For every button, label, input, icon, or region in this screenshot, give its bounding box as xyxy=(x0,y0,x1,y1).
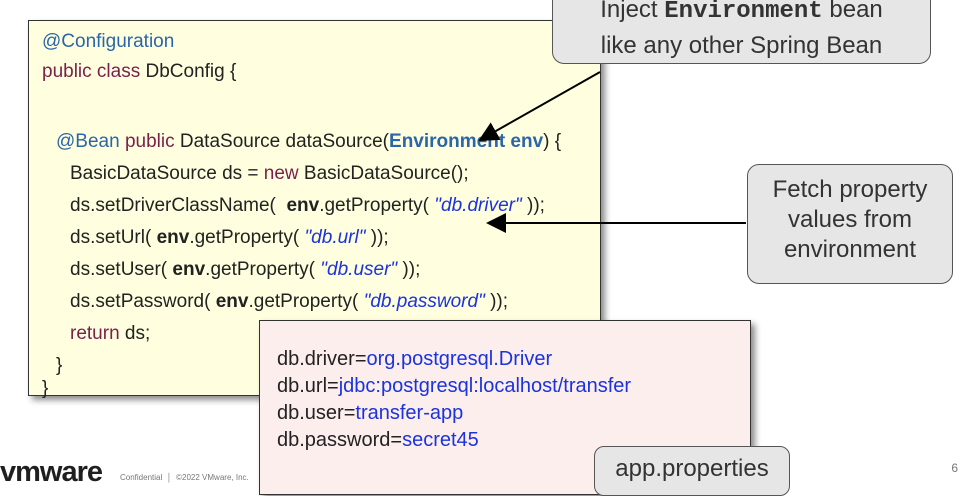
code-text: ds.setUrl( xyxy=(70,227,157,248)
keyword: public xyxy=(124,131,175,152)
property-line: db.driver=org.postgresql.Driver xyxy=(277,348,552,371)
property-line: db.user=transfer-app xyxy=(277,402,463,425)
code-line-user: ds.setUser( env.getProperty( "db.user" )… xyxy=(70,259,420,281)
string-literal: "db.password" xyxy=(363,291,485,312)
keyword: public class xyxy=(42,61,141,82)
property-value: transfer-app xyxy=(355,402,464,424)
string-literal: "db.user" xyxy=(320,259,398,280)
code-line-method-close: } xyxy=(56,355,63,376)
code-text: )); xyxy=(397,259,421,280)
inject-environment-callout: Inject Environment bean like any other S… xyxy=(552,0,931,64)
code-text: )); xyxy=(365,227,389,248)
inject-arrow xyxy=(478,71,601,141)
code-text: BasicDataSource(); xyxy=(298,163,469,184)
environment-parameter: Environment env xyxy=(389,131,544,152)
code-line-bean-method: @Bean public DataSource dataSource(Envir… xyxy=(56,131,561,153)
code-line-url: ds.setUrl( env.getProperty( "db.url" )); xyxy=(70,227,389,249)
vmware-logo: vmware xyxy=(0,456,103,488)
callout-line-3: environment xyxy=(783,236,917,263)
callout-text: Inject xyxy=(600,0,665,23)
env-ref: env xyxy=(215,291,249,312)
callout-line-1: Inject Environment bean xyxy=(553,0,930,29)
property-key: db.password= xyxy=(277,429,403,451)
string-literal: "db.url" xyxy=(304,227,366,248)
env-ref: env xyxy=(286,195,320,216)
code-snippet-box: @Configuration public class DbConfig { @… xyxy=(28,20,601,399)
callout-line-2: values from xyxy=(787,206,913,233)
configuration-annotation: @Configuration xyxy=(42,31,175,52)
callout-text: bean xyxy=(822,0,883,23)
connector-arrows xyxy=(478,71,746,233)
page-number: 6 xyxy=(951,461,958,475)
code-line-configuration: @Configuration xyxy=(42,31,174,53)
code-text: ds.setUser( xyxy=(70,259,173,280)
code-text: .getProperty( xyxy=(189,227,305,248)
property-key: db.driver= xyxy=(277,348,367,370)
string-literal: "db.driver" xyxy=(434,195,522,216)
property-line: db.url=jdbc:postgresql:localhost/transfe… xyxy=(277,375,631,398)
env-ref: env xyxy=(172,259,206,280)
property-value: jdbc:postgresql:localhost/transfer xyxy=(338,375,632,397)
property-value: secret45 xyxy=(402,429,479,451)
method-signature-end: ) { xyxy=(543,131,562,152)
code-text: .getProperty( xyxy=(248,291,364,312)
property-line: db.password=secret45 xyxy=(277,429,479,452)
code-line-class-close: } xyxy=(42,378,49,399)
property-value: org.postgresql.Driver xyxy=(366,348,553,370)
code-text: ds.setPassword( xyxy=(70,291,216,312)
env-ref: env xyxy=(156,227,190,248)
confidential-notice: Confidential │ ©2022 VMware, Inc. xyxy=(120,473,249,482)
code-text: )); xyxy=(521,195,545,216)
code-text: ds; xyxy=(119,323,151,344)
callout-code-text: Environment xyxy=(664,0,823,25)
keyword: new xyxy=(263,163,299,184)
code-line-new-datasource: BasicDataSource ds = new BasicDataSource… xyxy=(70,163,469,185)
code-text: )); xyxy=(484,291,509,312)
fetch-property-callout: Fetch property values from environment xyxy=(747,164,953,284)
class-name: DbConfig { xyxy=(140,61,237,82)
code-text: .getProperty( xyxy=(205,259,321,280)
code-text: ds.setDriverClassName( xyxy=(70,195,287,216)
callout-line-1: Fetch property xyxy=(772,176,928,203)
code-line-class: public class DbConfig { xyxy=(42,61,236,83)
code-text: .getProperty( xyxy=(319,195,435,216)
keyword: return xyxy=(70,323,120,344)
property-key: db.url= xyxy=(277,375,339,397)
code-line-password: ds.setPassword( env.getProperty( "db.pas… xyxy=(70,291,508,313)
code-text: BasicDataSource ds = xyxy=(70,163,264,184)
code-line-return: return ds; xyxy=(70,323,150,345)
callout-line-2: like any other Spring Bean xyxy=(600,32,883,59)
bean-annotation: @Bean xyxy=(56,131,120,152)
property-key: db.user= xyxy=(277,402,356,424)
code-line-driver: ds.setDriverClassName( env.getProperty( … xyxy=(70,195,545,217)
method-signature: DataSource dataSource( xyxy=(174,131,390,152)
